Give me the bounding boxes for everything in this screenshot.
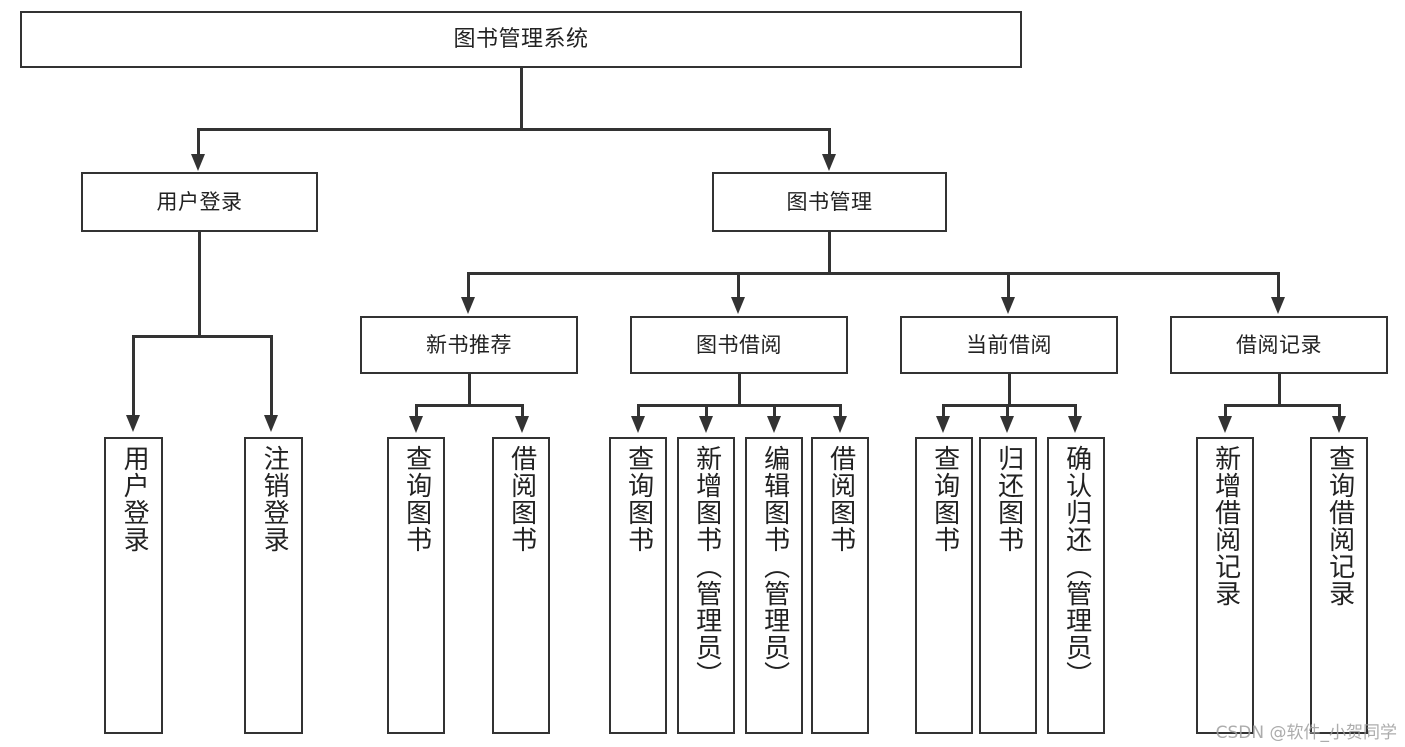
arrowhead-cb-child-3	[1068, 416, 1082, 433]
arrowhead-br-child-2	[1332, 416, 1346, 433]
node-label: 归还图书	[993, 445, 1024, 553]
node-leaf-add-borrow-record[interactable]: 新增借阅记录	[1196, 437, 1254, 734]
node-new-book-recommend[interactable]: 新书推荐	[360, 316, 578, 374]
connector-to-logout-leaf	[270, 335, 273, 417]
arrowhead-bb-child-2	[699, 416, 713, 433]
node-label: 图书管理系统	[453, 26, 589, 52]
connector-to-book-borrow	[737, 272, 740, 299]
connector-br-child-1	[1224, 404, 1227, 418]
node-label: 借阅记录	[1236, 332, 1322, 357]
connector-book-manage-stem	[828, 232, 831, 272]
connector-new-book-rec-bar	[415, 404, 523, 407]
node-leaf-return-book[interactable]: 归还图书	[979, 437, 1037, 734]
arrowhead-br-child-1	[1218, 416, 1232, 433]
arrowhead-nbr-child-2	[515, 416, 529, 433]
arrowhead-to-current-borrow	[1001, 297, 1015, 314]
node-leaf-query-borrow-record[interactable]: 查询借阅记录	[1310, 437, 1368, 734]
node-label: 新书推荐	[426, 332, 512, 357]
arrowhead-to-logout-leaf	[264, 415, 278, 432]
node-leaf-confirm-return-admin[interactable]: 确认归还（管理员）	[1047, 437, 1105, 734]
connector-bb-child-4	[839, 404, 842, 418]
node-borrow-record[interactable]: 借阅记录	[1170, 316, 1388, 374]
node-leaf-query-book-bb[interactable]: 查询图书	[609, 437, 667, 734]
connector-user-login-bar	[132, 335, 272, 338]
connector-to-new-book-rec	[467, 272, 470, 299]
connector-br-child-2	[1338, 404, 1341, 418]
connector-new-book-rec-stem	[468, 374, 471, 404]
node-leaf-edit-book-admin[interactable]: 编辑图书（管理员）	[745, 437, 803, 734]
node-current-borrow[interactable]: 当前借阅	[900, 316, 1118, 374]
node-leaf-query-book-cb[interactable]: 查询图书	[915, 437, 973, 734]
arrowhead-bb-child-4	[833, 416, 847, 433]
connector-to-book-manage	[828, 128, 831, 156]
node-label: 编辑图书（管理员）	[759, 445, 790, 688]
node-label: 查询图书	[623, 445, 654, 553]
connector-level2-bar	[467, 272, 1279, 275]
watermark: CSDN @软件_小贺同学	[1215, 723, 1397, 743]
connector-borrow-record-stem	[1278, 374, 1281, 404]
connector-nbr-child-2	[521, 404, 524, 418]
node-leaf-user-login[interactable]: 用户登录	[104, 437, 163, 734]
arrowhead-to-user-login-leaf	[126, 415, 140, 432]
node-leaf-query-book-nbr[interactable]: 查询图书	[387, 437, 445, 734]
node-book-manage[interactable]: 图书管理	[712, 172, 947, 232]
connector-borrow-record-bar	[1224, 404, 1340, 407]
connector-cb-child-1	[942, 404, 945, 418]
arrowhead-cb-child-1	[936, 416, 950, 433]
node-user-login[interactable]: 用户登录	[81, 172, 318, 232]
connector-to-current-borrow	[1007, 272, 1010, 299]
connector-book-borrow-stem	[738, 374, 741, 404]
node-label: 用户登录	[156, 189, 243, 214]
connector-root-stem	[520, 68, 523, 128]
node-label: 确认归还（管理员）	[1061, 445, 1092, 688]
connector-bb-child-3	[773, 404, 776, 418]
node-label: 查询图书	[401, 445, 432, 553]
node-label: 当前借阅	[966, 332, 1052, 357]
node-leaf-logout[interactable]: 注销登录	[244, 437, 303, 734]
connector-bb-child-1	[637, 404, 640, 418]
arrowhead-nbr-child-1	[409, 416, 423, 433]
arrowhead-bb-child-3	[767, 416, 781, 433]
node-leaf-borrow-book-nbr[interactable]: 借阅图书	[492, 437, 550, 734]
arrowhead-to-new-book-rec	[461, 297, 475, 314]
node-label: 新增图书（管理员）	[691, 445, 722, 688]
node-label: 查询借阅记录	[1324, 445, 1355, 607]
node-label: 新增借阅记录	[1210, 445, 1241, 607]
node-label: 用户登录	[119, 445, 150, 553]
node-label: 借阅图书	[825, 445, 856, 553]
connector-to-borrow-record	[1277, 272, 1280, 299]
node-leaf-add-book-admin[interactable]: 新增图书（管理员）	[677, 437, 735, 734]
arrowhead-to-book-manage	[822, 154, 836, 171]
connector-cb-child-2	[1006, 404, 1009, 418]
node-label: 查询图书	[929, 445, 960, 553]
node-label: 借阅图书	[506, 445, 537, 553]
arrowhead-to-borrow-record	[1271, 297, 1285, 314]
connector-user-login-stem	[198, 232, 201, 335]
node-leaf-borrow-book-bb[interactable]: 借阅图书	[811, 437, 869, 734]
arrowhead-to-book-borrow	[731, 297, 745, 314]
node-label: 注销登录	[259, 445, 290, 553]
connector-bb-child-2	[705, 404, 708, 418]
connector-current-borrow-stem	[1008, 374, 1011, 404]
node-label: 图书借阅	[696, 332, 782, 357]
arrowhead-to-user-login	[191, 154, 205, 171]
node-label: 图书管理	[786, 189, 873, 214]
connector-cb-child-3	[1074, 404, 1077, 418]
arrowhead-bb-child-1	[631, 416, 645, 433]
node-root-system[interactable]: 图书管理系统	[20, 11, 1022, 68]
node-book-borrow[interactable]: 图书借阅	[630, 316, 848, 374]
connector-nbr-child-1	[415, 404, 418, 418]
connector-level1-bar	[197, 128, 828, 131]
connector-book-borrow-bar	[637, 404, 841, 407]
connector-current-borrow-bar	[942, 404, 1076, 407]
connector-to-user-login-leaf	[132, 335, 135, 417]
arrowhead-cb-child-2	[1000, 416, 1014, 433]
connector-to-user-login	[197, 128, 200, 156]
